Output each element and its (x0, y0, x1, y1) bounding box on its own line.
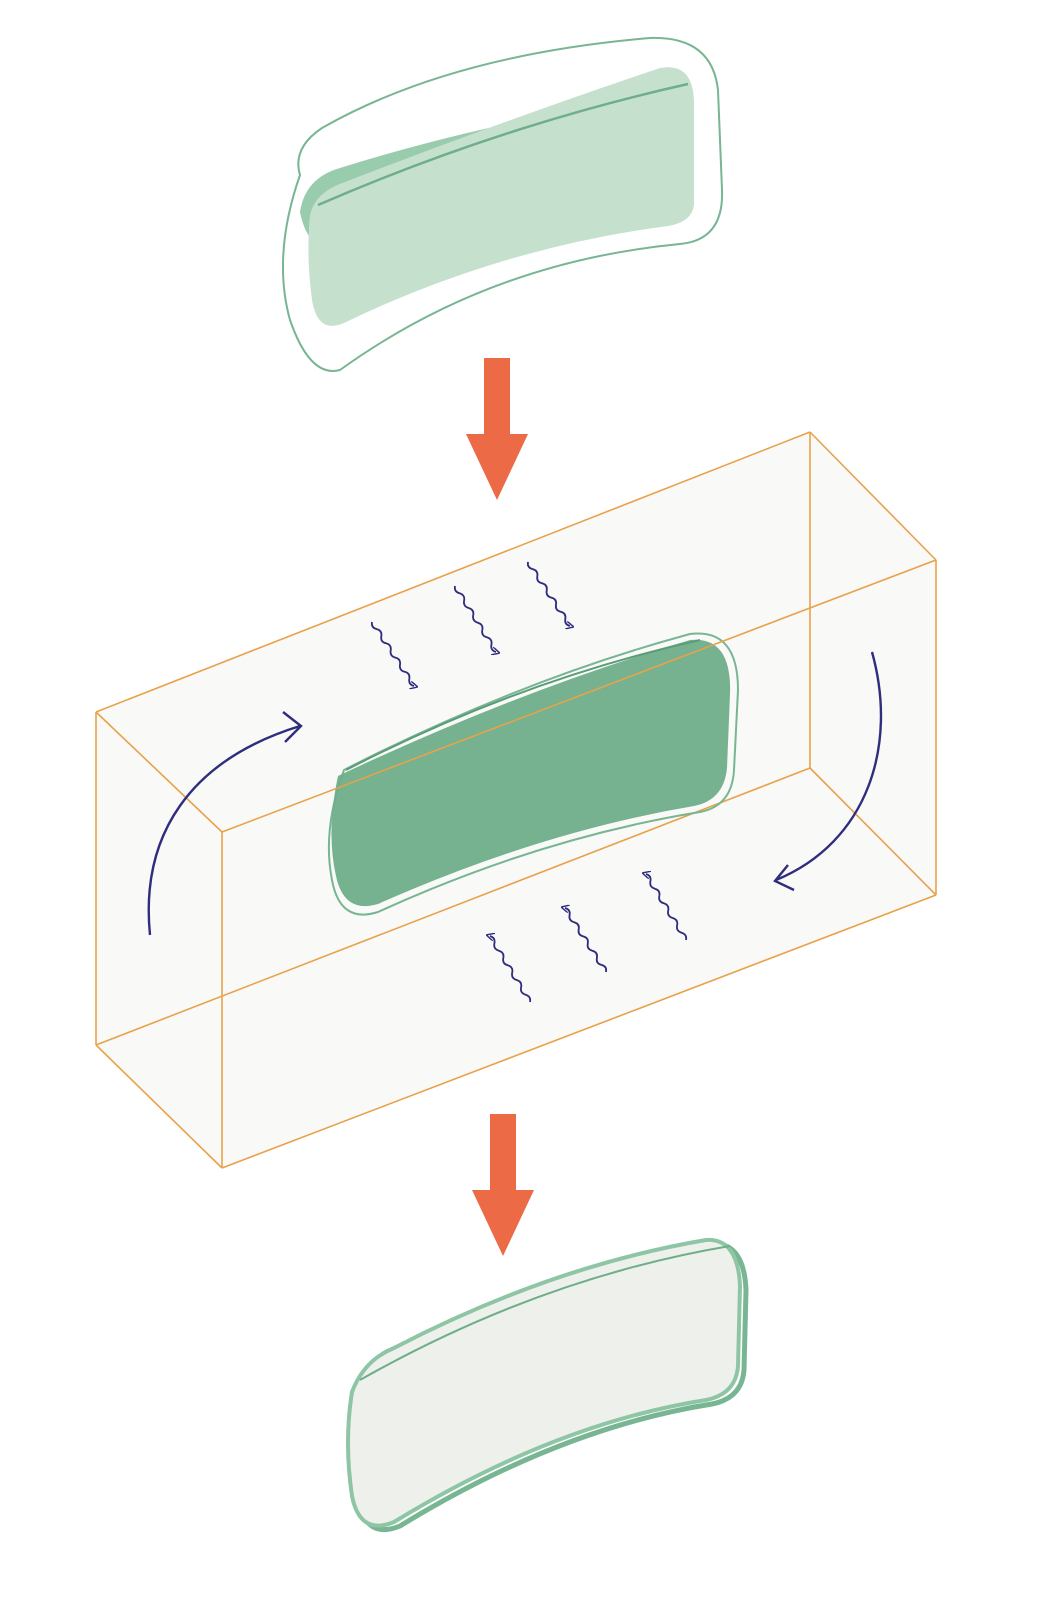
tablet-being-coated (327, 632, 740, 916)
wavy-arrows-upper (370, 561, 570, 686)
uncoated-tablet (281, 36, 724, 372)
wavy-arrow-icon (453, 585, 496, 652)
down-arrow-top (466, 358, 528, 500)
wavy-arrows-lower (490, 874, 688, 1003)
coated-tablet (346, 1237, 749, 1533)
wavy-arrow-icon (370, 621, 414, 686)
wavy-arrow-icon (565, 908, 608, 973)
wavy-arrow-icon (646, 874, 688, 941)
wavy-arrow-icon (526, 561, 570, 626)
rotation-arrow-left (147, 711, 303, 936)
down-arrow-bottom (472, 1114, 534, 1256)
coating-pan-box-front-edges (95, 431, 937, 1169)
wavy-arrow-icon (490, 936, 532, 1003)
rotation-arrow-right (773, 651, 883, 892)
